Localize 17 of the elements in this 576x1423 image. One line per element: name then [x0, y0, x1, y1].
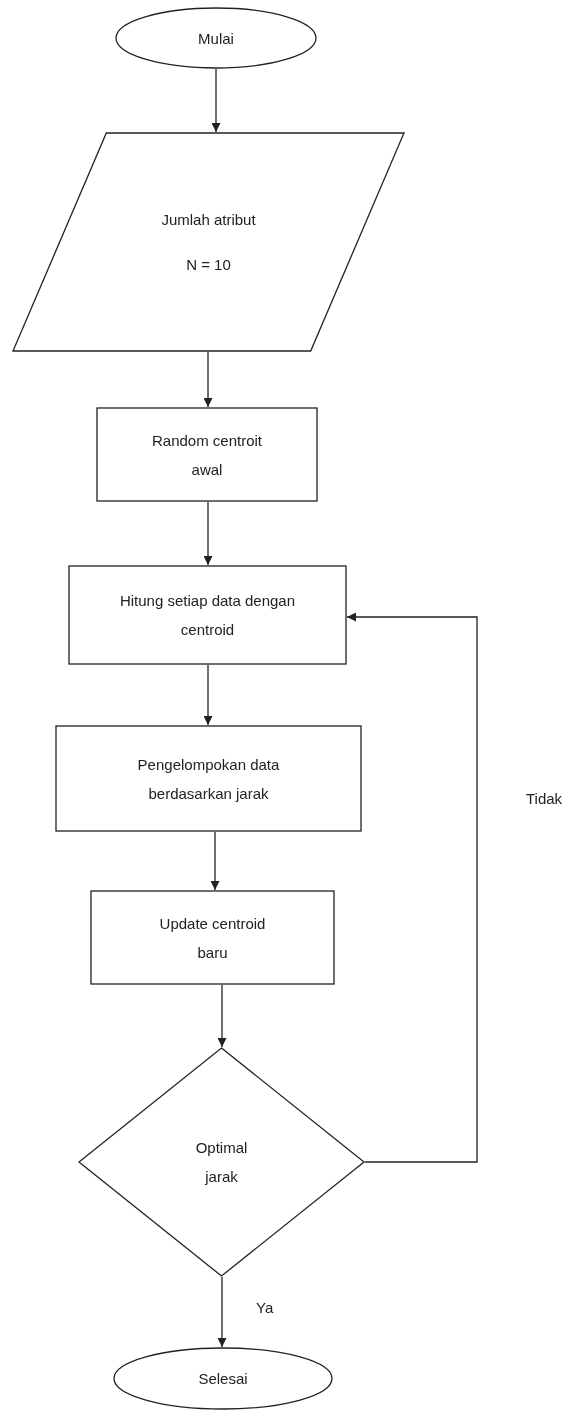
arrow [211, 68, 221, 133]
node-text: Hitung setiap data dengan centroid [118, 591, 297, 640]
node-text: N = 10 [186, 255, 231, 275]
node-text: Mulai [198, 28, 234, 49]
node-text: Selesai [198, 1369, 248, 1389]
arrow [203, 351, 213, 408]
node-text: Pengelompokan data berdasarkan jarak [136, 754, 281, 804]
node-text: Update centroid baru [158, 913, 267, 963]
arrow [203, 664, 213, 726]
arrow [217, 984, 227, 1048]
node-text: Optimal jarak [194, 1138, 249, 1187]
arrow [346, 612, 478, 1163]
arrow [217, 1276, 227, 1348]
arrow [203, 501, 213, 566]
node-text: Jumlah atribut [161, 210, 256, 230]
arrow [210, 831, 220, 891]
node-text: Random centroit awal [150, 430, 264, 480]
